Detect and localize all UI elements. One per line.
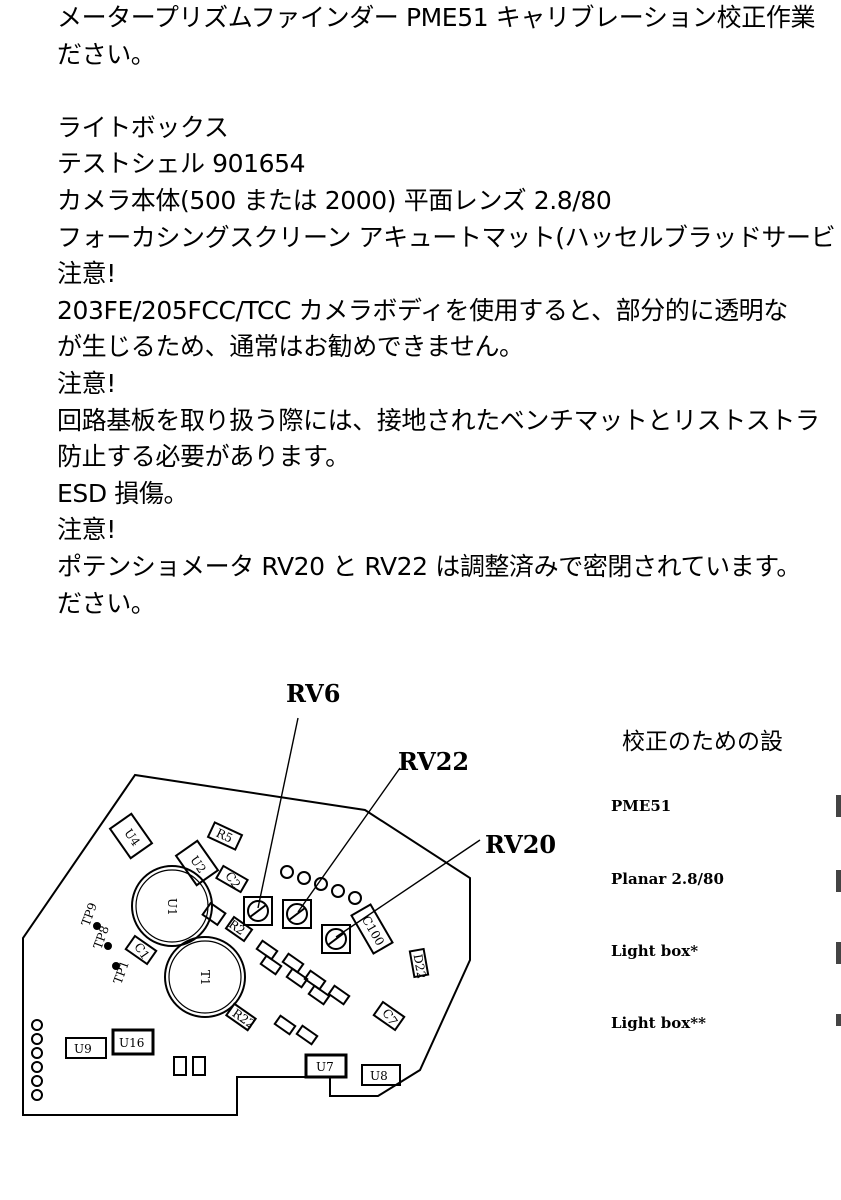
callout-label: RV6 [286, 679, 340, 708]
text-line: メータープリズムファインダー PME51 キャリブレーション校正作業 [57, 3, 816, 32]
component-label: C7 [379, 1006, 400, 1028]
text-line: フォーカシングスクリーン アキュートマット(ハッセルブラッドサービ [57, 222, 836, 252]
component-label: T1 [198, 970, 212, 986]
component-label: C2 [222, 869, 243, 891]
caution-heading: 注意! [57, 515, 116, 545]
component-label: U9 [74, 1042, 92, 1056]
caution-heading: 注意! [57, 368, 116, 398]
text-line: ださい。 [57, 588, 156, 618]
setup-table-title: 校正のための設 [622, 729, 783, 755]
component-label: U16 [119, 1036, 144, 1050]
text-line: ポテンショメータ RV20 と RV22 は調整済みで密閉されています。 [57, 551, 801, 581]
setup-row-label: Planar 2.8/80 [611, 870, 724, 888]
callout-label: RV22 [398, 747, 469, 776]
setup-row-label: Light box** [611, 1014, 706, 1032]
text-line: テストシェル 901654 [57, 149, 306, 179]
setup-row-label: PME51 [611, 797, 672, 815]
component-label: U8 [370, 1069, 388, 1083]
board-outline [22, 773, 471, 1116]
text-line: カメラ本体(500 または 2000) 平面レンズ 2.8/80 [57, 185, 612, 215]
component-label: U4 [121, 826, 143, 849]
cropped-value-marks [836, 795, 841, 1035]
component-label: U2 [187, 853, 209, 876]
text-line: 回路基板を取り扱う際には、接地されたベンチマットとリストストラ [57, 405, 820, 435]
component-label: C1 [131, 940, 152, 962]
text-line: ださい。 [57, 39, 156, 69]
blank-line [57, 73, 841, 110]
text-line: ライトボックス [57, 112, 229, 142]
component-label: R5 [214, 826, 235, 846]
component-label: U7 [316, 1060, 334, 1074]
circuit-board-diagram: RV6 RV22 RV20 U4 R5 U2 C2 U1 TP9 TP8 TP1… [22, 679, 556, 1116]
text-line: 203FE/205FCC/TCC カメラボディを使用すると、部分的に透明な [57, 295, 788, 325]
callout-label: RV20 [485, 830, 556, 859]
instructions-text: メータープリズムファインダー PME51 キャリブレーション校正作業 ださい。 … [57, 0, 841, 622]
setup-row-label: Light box* [611, 942, 699, 960]
text-line: ESD 損傷。 [57, 478, 189, 508]
component-label: D22 [411, 953, 429, 980]
component-label: C100 [359, 913, 387, 948]
component-label: U1 [165, 898, 179, 916]
text-line: が生じるため、通常はお勧めできません。 [57, 332, 524, 362]
caution-heading: 注意! [57, 259, 116, 289]
text-line: 防止する必要があります。 [57, 442, 350, 472]
